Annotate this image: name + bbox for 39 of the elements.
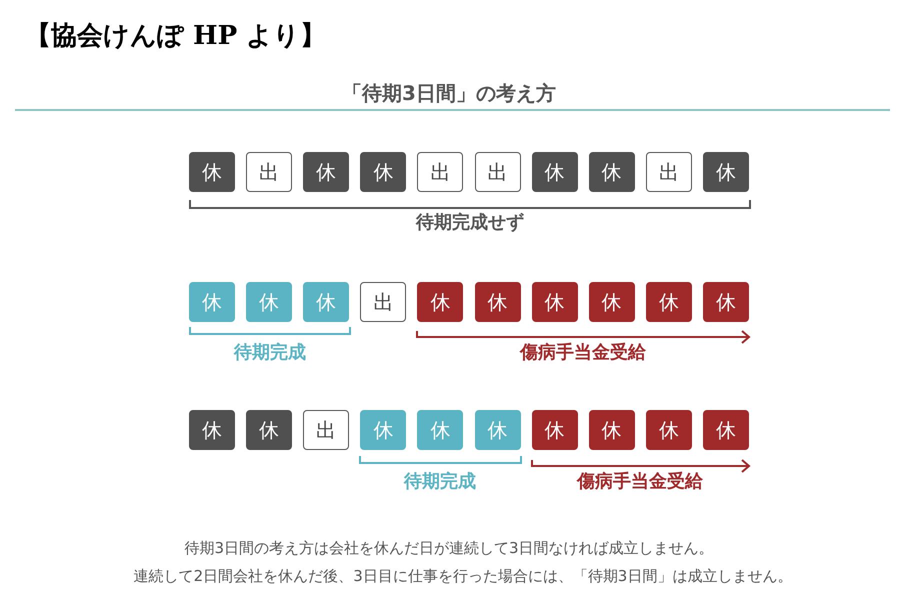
- chart-title: 「待期3日間」の考え方: [341, 80, 557, 107]
- arrow-label: 傷病手当金受給: [520, 341, 646, 364]
- rest-day-box: 休: [646, 410, 692, 450]
- rest-day-box: 休: [417, 410, 464, 450]
- work-day-box: 出: [360, 282, 406, 322]
- rest-day-box: 休: [646, 282, 692, 322]
- bracket-label: 待期完成: [404, 470, 476, 493]
- caption-text: 待期3日間の考え方は会社を休んだ日が連続して3日間なければ成立しません。: [184, 539, 714, 558]
- rest-day-box: 休: [588, 410, 635, 450]
- work-day-box: 出: [246, 152, 292, 192]
- work-day-box: 出: [474, 152, 520, 192]
- rest-day-box: 休: [532, 410, 578, 450]
- rest-day-box: 休: [246, 410, 292, 450]
- bracket-label: 待期完成: [234, 341, 306, 364]
- rest-day-box: 休: [532, 152, 578, 192]
- caption-text: 連続して2日間会社を休んだ後、3日目に仕事を行った場合には、「待期3日間」は成立しません。: [134, 567, 792, 586]
- rest-day-box: 休: [189, 410, 235, 450]
- rest-day-box: 休: [474, 282, 520, 322]
- rest-day-box: 休: [246, 282, 292, 322]
- bracket-label: 待期完成せず: [416, 211, 524, 234]
- rest-day-box: 休: [303, 152, 350, 192]
- arrow-label: 傷病手当金受給: [577, 470, 703, 493]
- work-day-box: 出: [646, 152, 692, 192]
- rest-day-box: 休: [702, 152, 749, 192]
- rest-day-box: 休: [702, 282, 749, 322]
- rest-day-box: 休: [532, 282, 578, 322]
- source-note: 【協会けんぽ HP より】: [25, 20, 326, 53]
- rest-day-box: 休: [189, 282, 235, 322]
- rest-day-box: 休: [588, 282, 635, 322]
- rest-day-box: 休: [303, 282, 350, 322]
- rest-day-box: 休: [588, 152, 635, 192]
- work-day-box: 出: [303, 410, 350, 450]
- rest-day-box: 休: [189, 152, 235, 192]
- rest-day-box: 休: [417, 282, 464, 322]
- rest-day-box: 休: [474, 410, 520, 450]
- rest-day-box: 休: [360, 152, 406, 192]
- work-day-box: 出: [417, 152, 464, 192]
- rest-day-box: 休: [360, 410, 406, 450]
- rest-day-box: 休: [702, 410, 749, 450]
